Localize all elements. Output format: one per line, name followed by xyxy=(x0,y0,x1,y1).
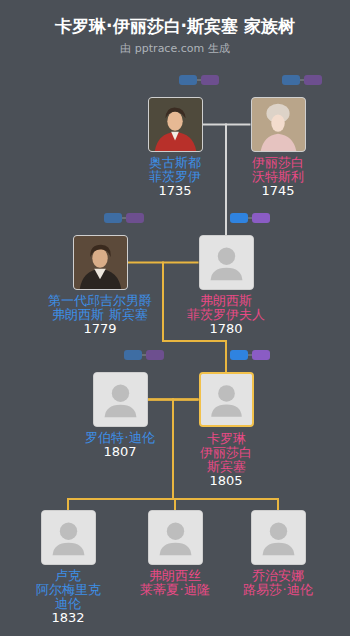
person-name: 奥古斯都 菲茨罗伊 xyxy=(135,156,215,184)
placeholder-avatar xyxy=(200,236,253,289)
person-card: 卡罗琳 伊丽莎白 斯宾塞1805 xyxy=(199,372,254,427)
placeholder-avatar xyxy=(201,374,252,425)
person-card: 伊丽莎白 沃特斯利1745 xyxy=(251,97,306,152)
page-title: 卡罗琳·伊丽莎白·斯宾塞 家族树 xyxy=(0,16,350,36)
tag-pill xyxy=(104,213,122,223)
portrait-photo xyxy=(74,236,127,289)
placeholder-avatar xyxy=(94,373,147,426)
lineage-line xyxy=(173,400,278,511)
person-card: 卢克 阿尔梅里克 迪伦1832 xyxy=(41,510,96,565)
person-label: 弗朗西斯 菲茨罗伊夫人1780 xyxy=(180,294,272,336)
birth-year: 1807 xyxy=(75,445,165,459)
person-card: 罗伯特·迪伦1807 xyxy=(93,372,148,427)
person-name: 伊丽莎白 沃特斯利 xyxy=(238,156,318,184)
person-name: 第一代邱吉尔男爵弗朗西斯 斯宾塞 xyxy=(45,294,155,322)
portrait-photo xyxy=(149,98,202,151)
person-name: 弗朗西丝 莱蒂夏·迪隆 xyxy=(130,569,220,597)
birth-year: 1745 xyxy=(238,184,318,198)
birth-year: 1805 xyxy=(191,474,261,488)
birth-year: 1735 xyxy=(135,184,215,198)
tag-pill xyxy=(252,350,270,360)
person-card: 乔治安娜 路易莎·迪伦 xyxy=(251,510,306,565)
person-label: 第一代邱吉尔男爵弗朗西斯 斯宾塞1779 xyxy=(45,294,155,336)
person-name: 卢克 阿尔梅里克 迪伦 xyxy=(32,569,104,611)
person-label: 奥古斯都 菲茨罗伊1735 xyxy=(135,156,215,198)
person-card: 弗朗西斯 菲茨罗伊夫人1780 xyxy=(199,235,254,290)
tag-pill xyxy=(126,213,144,223)
person-card: 第一代邱吉尔男爵弗朗西斯 斯宾塞1779 xyxy=(73,235,128,290)
lineage-line xyxy=(148,400,176,511)
lineage-line xyxy=(226,125,251,236)
person-card: 奥古斯都 菲茨罗伊1735 xyxy=(148,97,203,152)
birth-year: 1780 xyxy=(180,322,272,336)
placeholder-avatar xyxy=(42,511,95,564)
person-label: 弗朗西丝 莱蒂夏·迪隆 xyxy=(130,569,220,597)
tag-pill xyxy=(304,75,322,85)
person-name: 弗朗西斯 菲茨罗伊夫人 xyxy=(180,294,272,322)
person-card: 弗朗西丝 莱蒂夏·迪隆 xyxy=(148,510,203,565)
person-label: 卢克 阿尔梅里克 迪伦1832 xyxy=(32,569,104,625)
tag-pill xyxy=(179,75,197,85)
placeholder-avatar xyxy=(252,511,305,564)
tag-pill xyxy=(282,75,300,85)
person-label: 乔治安娜 路易莎·迪伦 xyxy=(233,569,323,597)
lineage-line xyxy=(173,400,199,511)
portrait-photo xyxy=(252,98,305,151)
lineage-line xyxy=(68,400,199,511)
lineage-line xyxy=(68,400,173,511)
person-name: 乔治安娜 路易莎·迪伦 xyxy=(233,569,323,597)
birth-year: 1832 xyxy=(32,611,104,625)
person-label: 罗伯特·迪伦1807 xyxy=(75,431,165,459)
page-caption: 由 pptrace.com 生成 xyxy=(0,42,350,56)
person-label: 卡罗琳 伊丽莎白 斯宾塞1805 xyxy=(191,432,261,488)
birth-year: 1779 xyxy=(45,322,155,336)
tag-pill xyxy=(252,213,270,223)
lineage-line xyxy=(203,125,227,236)
tag-pill xyxy=(146,350,164,360)
person-name: 罗伯特·迪伦 xyxy=(75,431,165,445)
tag-pill xyxy=(230,350,248,360)
lineage-line xyxy=(148,400,279,511)
tag-pill xyxy=(124,350,142,360)
placeholder-avatar xyxy=(149,511,202,564)
person-name: 卡罗琳 伊丽莎白 斯宾塞 xyxy=(191,432,261,474)
tag-pill xyxy=(201,75,219,85)
tag-pill xyxy=(230,213,248,223)
person-label: 伊丽莎白 沃特斯利1745 xyxy=(238,156,318,198)
